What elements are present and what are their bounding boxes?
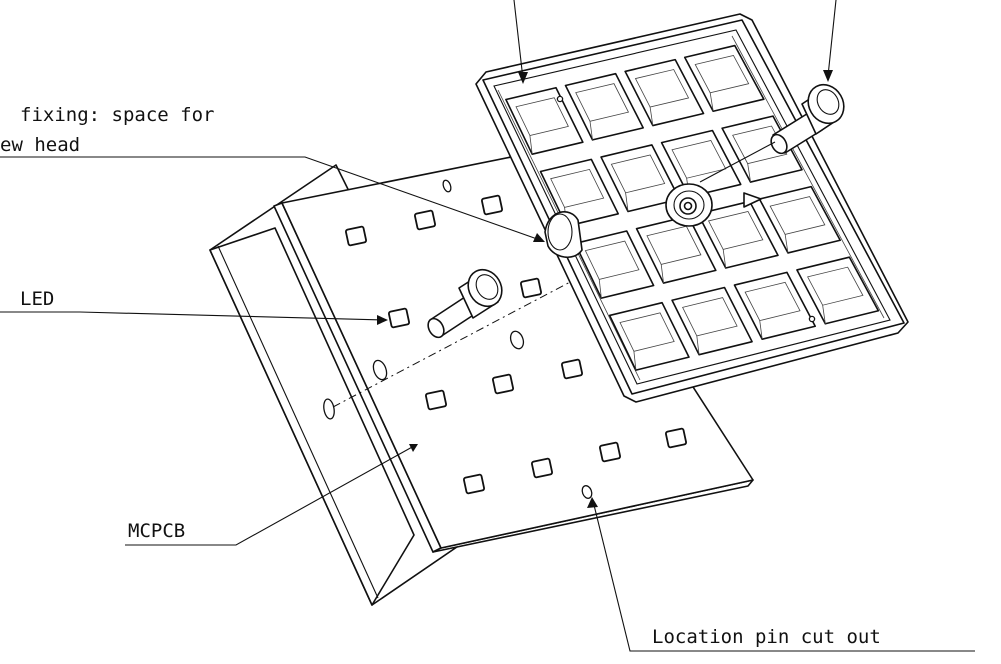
lens-cell	[635, 215, 717, 284]
lens-cell-facet	[584, 240, 640, 280]
mounting-hole	[442, 179, 452, 193]
lens-cell	[574, 230, 655, 299]
led-chip	[388, 307, 410, 329]
led-chip	[463, 473, 485, 495]
lens-cell-facet	[619, 312, 675, 352]
lens-cell-edge	[625, 192, 629, 212]
screw-head-notch	[544, 211, 583, 258]
lens-cell	[796, 256, 880, 325]
lens-cell-facet	[515, 97, 569, 136]
mcpcb-screw	[427, 268, 503, 339]
lens-cell-edge	[759, 320, 763, 340]
lens-cell-facet	[634, 69, 690, 108]
lens-cell-edge	[598, 279, 602, 299]
lens-cell	[697, 200, 779, 269]
mcpcb-plate	[273, 150, 754, 553]
lens-cell-facet	[550, 168, 605, 208]
optic-small-hole	[808, 315, 816, 323]
led-chip	[599, 441, 621, 463]
lens-cell-facet	[732, 125, 788, 165]
location-pin-label: Location pin cut out	[652, 626, 881, 648]
lens-cell-facet	[769, 196, 826, 235]
screw-fixing-label-line2: ew head	[0, 134, 80, 156]
lens-cell	[733, 271, 817, 341]
led-chip	[531, 457, 553, 479]
lens-cell-edge	[709, 92, 714, 112]
lens-cell-edge	[633, 351, 637, 371]
lens-cell	[671, 286, 753, 356]
mounting-hole	[323, 398, 335, 420]
lens-cell-facet	[575, 83, 630, 122]
lens-cell-edge	[784, 234, 789, 253]
mcpcb-holes	[323, 179, 593, 499]
lens-cell-facet	[610, 154, 666, 194]
lens-cell-edge	[589, 121, 593, 140]
orientation-arrow-icon	[743, 192, 762, 208]
lens-cell-facet	[646, 225, 702, 265]
lens-cell-edge	[747, 163, 751, 183]
mcpcb-leds	[345, 194, 687, 495]
led-chip	[561, 358, 583, 380]
led-label: LED	[20, 288, 54, 310]
mounting-hole	[372, 359, 388, 381]
led-chip	[414, 209, 436, 231]
lens-cell-edge	[660, 264, 664, 284]
callout-labels: fixing: space for ew head LED MCPCB Loca…	[0, 104, 881, 648]
led-chip	[665, 427, 687, 449]
optic-details	[544, 95, 816, 323]
led-chip	[492, 373, 514, 395]
screw-fixing-label-line1: fixing: space for	[20, 104, 214, 126]
lens-cell-facet	[694, 54, 750, 94]
lens-cell-edge	[722, 249, 727, 269]
lens-cell-facet	[707, 210, 764, 250]
mcpcb-label: MCPCB	[128, 520, 185, 542]
lens-cell	[608, 301, 690, 371]
led-chip	[520, 277, 542, 299]
lens-cell-edge	[696, 335, 700, 355]
lens-cells	[505, 44, 880, 371]
lens-cell	[660, 129, 742, 198]
lens-cell-facet	[681, 297, 738, 337]
lens-cell-facet	[807, 266, 864, 306]
location-pin-hole	[581, 485, 593, 499]
led-chip	[345, 225, 367, 247]
led-chip	[425, 389, 447, 411]
optic-screw	[699, 83, 845, 183]
lens-cell-edge	[822, 305, 826, 324]
leader-lines	[0, 0, 975, 652]
lens-cell-edge	[649, 106, 654, 126]
lens-cell-facet	[744, 281, 801, 322]
lens-cell	[758, 185, 841, 254]
lens-cell-edge	[529, 135, 533, 155]
mounting-hole	[509, 330, 525, 350]
led-chip	[481, 194, 503, 216]
optic-small-hole	[556, 95, 564, 103]
